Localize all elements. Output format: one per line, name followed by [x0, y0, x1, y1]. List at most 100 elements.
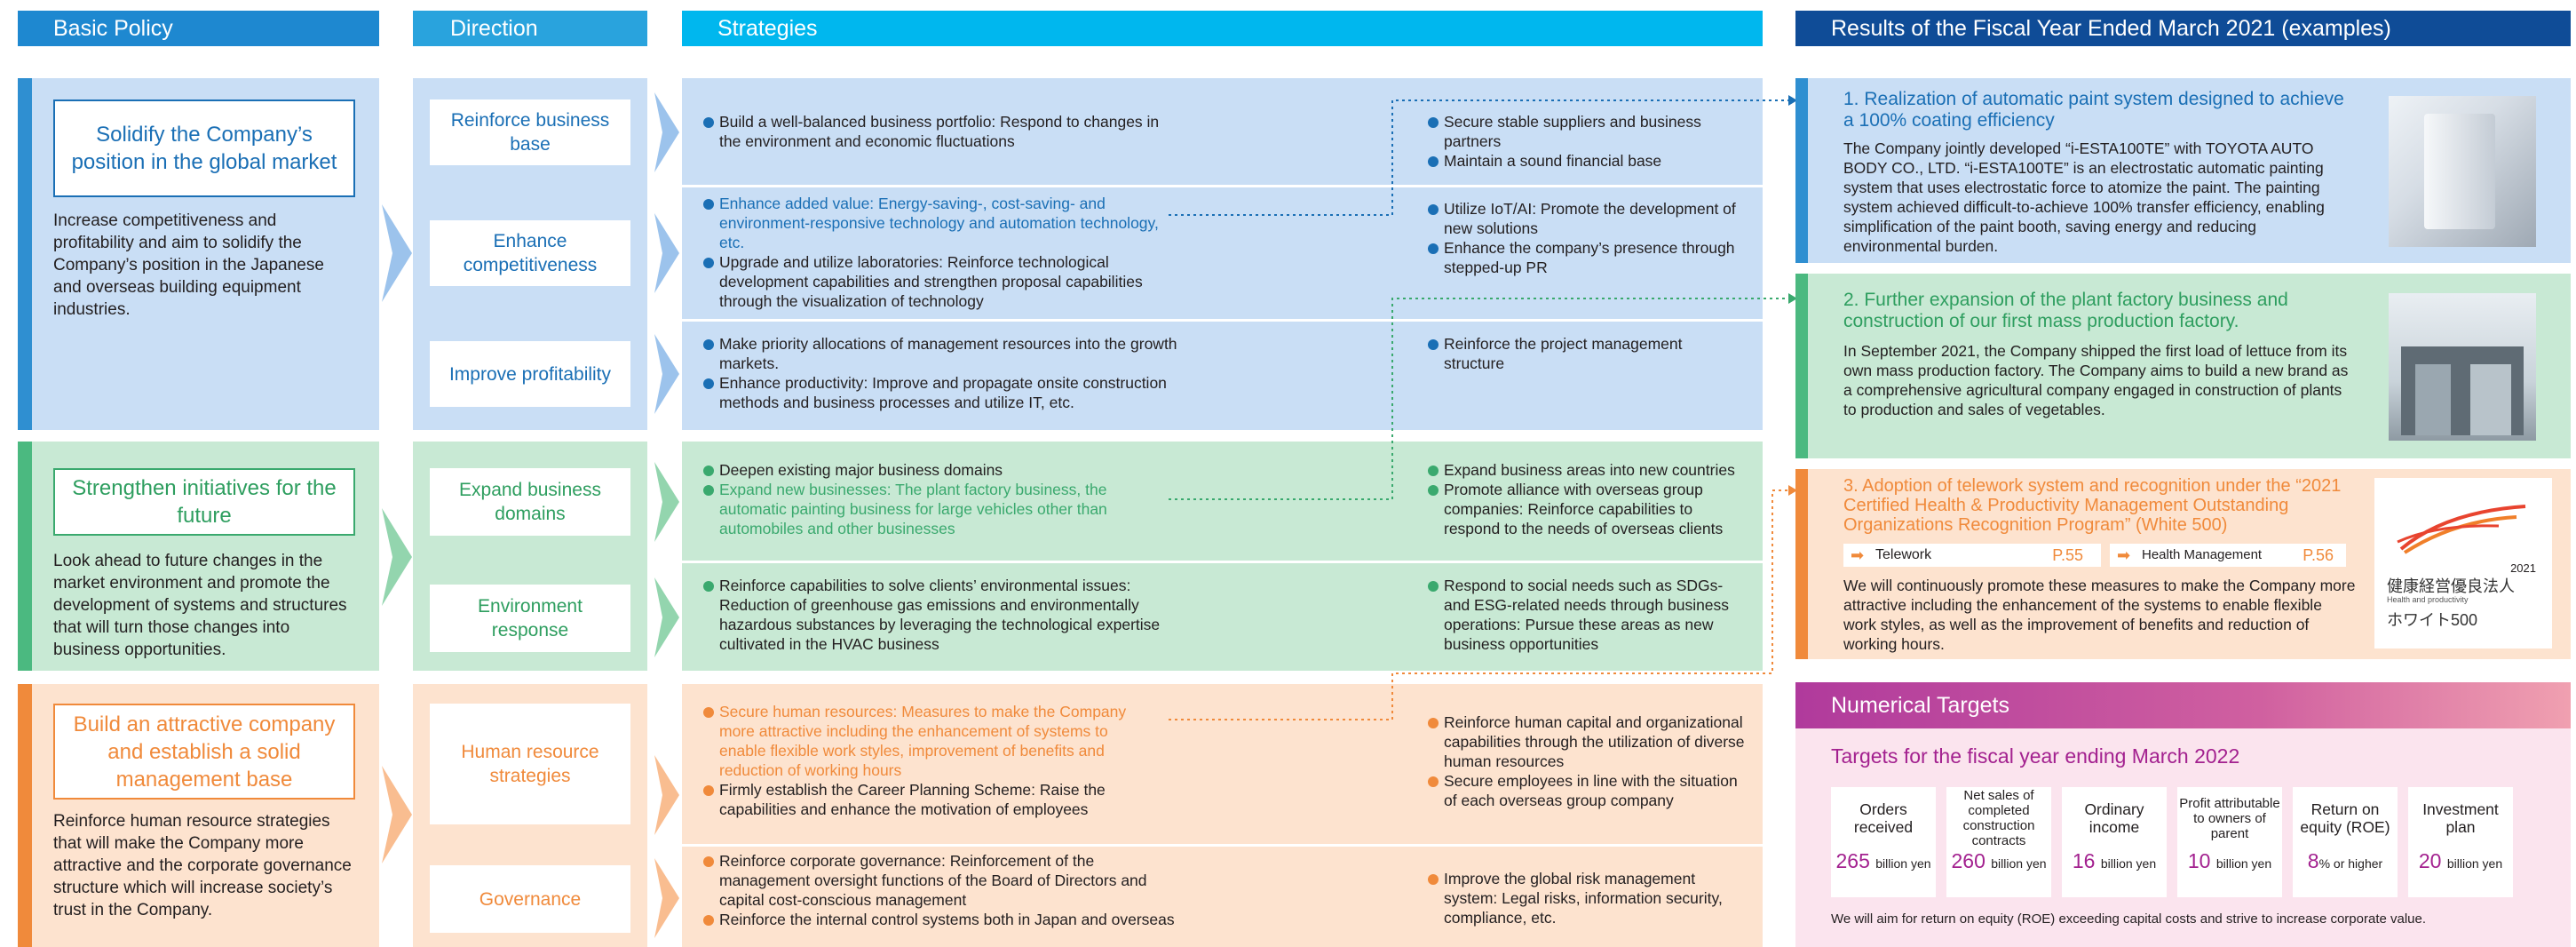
direction-expand-business-domains: Expand business domains: [430, 468, 630, 536]
target-value-wrap: 16 billion yen: [2062, 849, 2167, 873]
strategy-item: Utilize IoT/AI: Promote the development …: [1426, 199, 1746, 238]
strategy-item: Reinforce the internal control systems b…: [701, 910, 1181, 929]
policy-title-future: Strengthen initiatives for the future: [53, 468, 355, 536]
strategy-7-left: Reinforce corporate governance: Reinforc…: [701, 851, 1181, 929]
arrow-policy-green: [382, 508, 412, 606]
strategy-item: Reinforce corporate governance: Reinforc…: [701, 851, 1181, 910]
policy-text-global: Increase competitiveness and profitabili…: [53, 211, 324, 319]
target-value-wrap: 20 billion yen: [2408, 849, 2513, 873]
target-value: 10: [2187, 849, 2211, 872]
strategy-row-3: [682, 322, 1763, 430]
target-orders-received: Orders received 265 billion yen: [1831, 787, 1936, 897]
target-unit: billion yen: [2446, 856, 2503, 871]
strategy-item: Secure employees in line with the situat…: [1426, 771, 1746, 810]
target-value: 8: [2307, 849, 2319, 872]
factory-image: [2389, 293, 2536, 441]
target-value-wrap: 10 billion yen: [2177, 849, 2282, 873]
strategy-item: Promote alliance with overseas group com…: [1426, 480, 1746, 538]
target-net-sales: Net sales of completed construction cont…: [1946, 787, 2051, 897]
strategy-item: Improve the global risk management syste…: [1426, 869, 1746, 927]
strategy-item-highlight: Expand new businesses: The plant factory…: [701, 480, 1154, 538]
strategy-row-7: [682, 847, 1763, 947]
target-label: Net sales of completed construction cont…: [1962, 788, 2035, 848]
arrow-dir-5: [654, 577, 679, 657]
strategy-6-left: Secure human resources: Measures to make…: [701, 702, 1154, 819]
strategy-row-5: [682, 563, 1763, 671]
numerical-targets-title: Numerical Targets: [1831, 693, 2010, 718]
target-value: 20: [2418, 849, 2442, 872]
policy-title-attractive: Build an attractive company and establis…: [53, 704, 355, 800]
white500-en: Health and productivity: [2387, 595, 2469, 604]
strategy-row-4: [682, 442, 1763, 561]
target-unit: billion yen: [1875, 856, 1931, 871]
strategy-2-left: Enhance added value: Energy-saving-, cos…: [701, 194, 1163, 311]
tag-telework-label: Telework: [1875, 547, 1932, 562]
strategy-item: Deepen existing major business domains: [701, 460, 1154, 480]
target-value: 16: [2072, 849, 2096, 872]
target-roe: Return on equity (ROE) 8% or higher: [2293, 787, 2398, 897]
target-value: 265: [1835, 849, 1870, 872]
strategy-item: Maintain a sound financial base: [1426, 151, 1746, 171]
tag-telework[interactable]: ➡ Telework P.55: [1843, 544, 2101, 567]
target-investment-plan: Investment plan 20 billion yen: [2408, 787, 2513, 897]
strategy-item: Firmly establish the Career Planning Sch…: [701, 780, 1154, 819]
result-3-body: We will continuously promote these measu…: [1843, 577, 2356, 653]
tag-health-page: P.56: [2303, 546, 2334, 564]
target-unit: billion yen: [2100, 856, 2157, 871]
strategy-row-2: [682, 187, 1763, 319]
target-label: Investment plan: [2422, 800, 2499, 836]
arrow-dir-4: [654, 462, 679, 542]
paint-system-image: [2389, 96, 2536, 247]
strategy-1-left: Build a well-balanced business portfolio…: [701, 112, 1181, 151]
target-unit: % or higher: [2318, 856, 2383, 871]
strategy-item: Make priority allocations of management …: [701, 334, 1181, 373]
strategy-item: Upgrade and utilize laboratories: Reinfo…: [701, 252, 1163, 311]
numerical-targets-subtitle: Targets for the fiscal year ending March…: [1831, 744, 2240, 768]
target-label: Return on equity (ROE): [2300, 800, 2390, 836]
direction-enhance-competitiveness: Enhance competitiveness: [430, 220, 630, 286]
arrow-policy-orange: [382, 766, 412, 863]
policy-title-global: Solidify the Company’s position in the g…: [53, 99, 355, 197]
target-value-wrap: 265 billion yen: [1831, 849, 1936, 873]
direction-reinforce-business-base: Reinforce business base: [430, 99, 630, 165]
strategy-1-right: Secure stable suppliers and business par…: [1426, 112, 1746, 171]
strategy-2-right: Utilize IoT/AI: Promote the development …: [1426, 199, 1746, 277]
strategy-row-6: [682, 684, 1763, 844]
target-value: 260: [1951, 849, 1986, 872]
policy-text-attractive: Reinforce human resource strategies that…: [53, 812, 352, 919]
strategy-item: Reinforce capabilities to solve clients’…: [701, 576, 1181, 654]
arrow-policy-blue: [382, 204, 412, 302]
strategy-3-right: Reinforce the project management structu…: [1426, 334, 1746, 373]
arrow-dir-3: [654, 334, 679, 414]
arrow-dir-2: [654, 213, 679, 293]
strategy-5-left: Reinforce capabilities to solve clients’…: [701, 576, 1181, 654]
strategy-item: Enhance the company’s presence through s…: [1426, 238, 1746, 277]
strategy-row-1: [682, 78, 1763, 185]
direction-environment-response: Environment response: [430, 585, 630, 652]
arrow-dir-1: [654, 92, 679, 172]
strategy-item-highlight: Secure human resources: Measures to make…: [701, 702, 1154, 780]
strategy-7-right: Improve the global risk management syste…: [1426, 869, 1746, 927]
target-label: Ordinary income: [2084, 800, 2144, 836]
result-2-body: In September 2021, the Company shipped t…: [1843, 342, 2349, 418]
target-profit-attributable: Profit attributable to owners of parent …: [2177, 787, 2282, 897]
arrow-right-icon: ➡: [2117, 546, 2131, 564]
tag-health-label: Health Management: [2142, 547, 2263, 562]
white500-jp: 健康経営優良法人: [2387, 577, 2515, 595]
strategy-item: Reinforce human capital and organization…: [1426, 712, 1746, 771]
target-value-wrap: 8% or higher: [2293, 849, 2398, 873]
target-label: Orders received: [1853, 800, 1914, 836]
direction-governance: Governance: [430, 865, 630, 933]
strategy-6-right: Reinforce human capital and organization…: [1426, 712, 1746, 810]
white500-swoosh: [2397, 505, 2526, 554]
numerical-targets-header: [1795, 682, 2571, 728]
strategy-3-left: Make priority allocations of management …: [701, 334, 1181, 412]
tag-health-management[interactable]: ➡ Health Management P.56: [2110, 544, 2346, 567]
white500-logo: 2021 健康経営優良法人 Health and productivity ホワ…: [2374, 478, 2552, 649]
target-ordinary-income: Ordinary income 16 billion yen: [2062, 787, 2167, 897]
target-label: Profit attributable to owners of parent: [2179, 795, 2280, 841]
arrow-dir-7: [654, 858, 679, 938]
arrow-right-icon: ➡: [1851, 546, 1865, 564]
strategy-item: Enhance productivity: Improve and propag…: [701, 373, 1181, 412]
